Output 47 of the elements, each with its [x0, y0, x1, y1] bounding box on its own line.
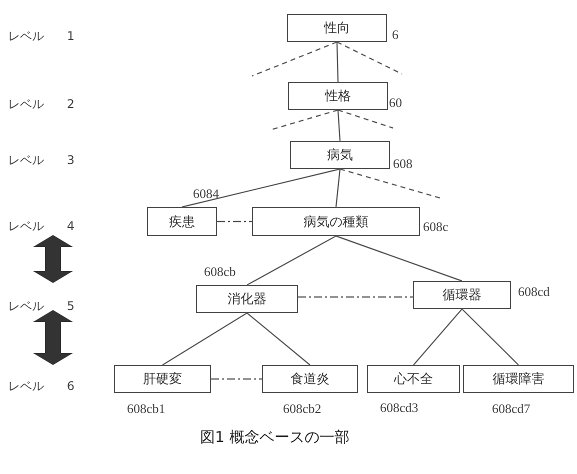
connector-line	[298, 296, 413, 298]
concept-box: 性格	[288, 82, 388, 110]
connector-line	[211, 378, 262, 380]
level-label: レベル 3	[8, 152, 75, 169]
concept-box: 肝硬変	[114, 365, 211, 393]
connector-line	[462, 308, 519, 366]
concept-code: 608cb	[204, 264, 236, 280]
connector-line	[246, 235, 336, 286]
concept-box: 循環障害	[463, 365, 574, 393]
concept-code: 608cd	[518, 284, 550, 300]
concept-box: 循環器	[413, 281, 511, 309]
level-label: レベル 5	[8, 298, 75, 315]
connector-line	[246, 312, 310, 366]
dashed-line	[270, 109, 338, 131]
concept-code: 6084	[193, 186, 219, 202]
concept-code: 608cb2	[283, 401, 322, 417]
level-label: レベル 4	[8, 218, 75, 235]
concept-code: 60	[389, 95, 402, 111]
connector-line	[162, 312, 248, 366]
concept-code: 608	[393, 156, 412, 172]
connector-line	[413, 308, 462, 366]
dashed-line	[252, 41, 338, 77]
concept-box: 病気	[290, 141, 390, 169]
concept-box: 消化器	[196, 285, 298, 313]
concept-box: 病気の種類	[252, 207, 420, 236]
level-label: レベル 1	[8, 28, 75, 45]
connector-line	[336, 235, 462, 282]
caption: 図1 概念ベースの一部	[200, 428, 350, 447]
concept-code: 608cd7	[492, 401, 530, 417]
concept-box: 食道炎	[262, 365, 358, 393]
concept-code: 608cb1	[127, 401, 166, 417]
level-label: レベル 6	[8, 378, 75, 395]
concept-box: 疾患	[147, 207, 217, 236]
dashed-line	[336, 41, 402, 75]
dashed-line	[340, 168, 440, 199]
connector-line	[337, 110, 341, 142]
concept-box: 心不全	[367, 365, 460, 393]
concept-box: 性向	[287, 14, 387, 42]
connector-line	[182, 168, 340, 208]
concept-code: 608c	[423, 219, 448, 235]
dashed-line	[338, 109, 394, 129]
connector-line	[217, 220, 252, 222]
concept-code: 6	[392, 27, 398, 43]
connector-line	[336, 42, 339, 82]
connector-line	[335, 168, 341, 208]
level-label: レベル 2	[8, 96, 75, 113]
concept-code: 608cd3	[380, 400, 418, 416]
